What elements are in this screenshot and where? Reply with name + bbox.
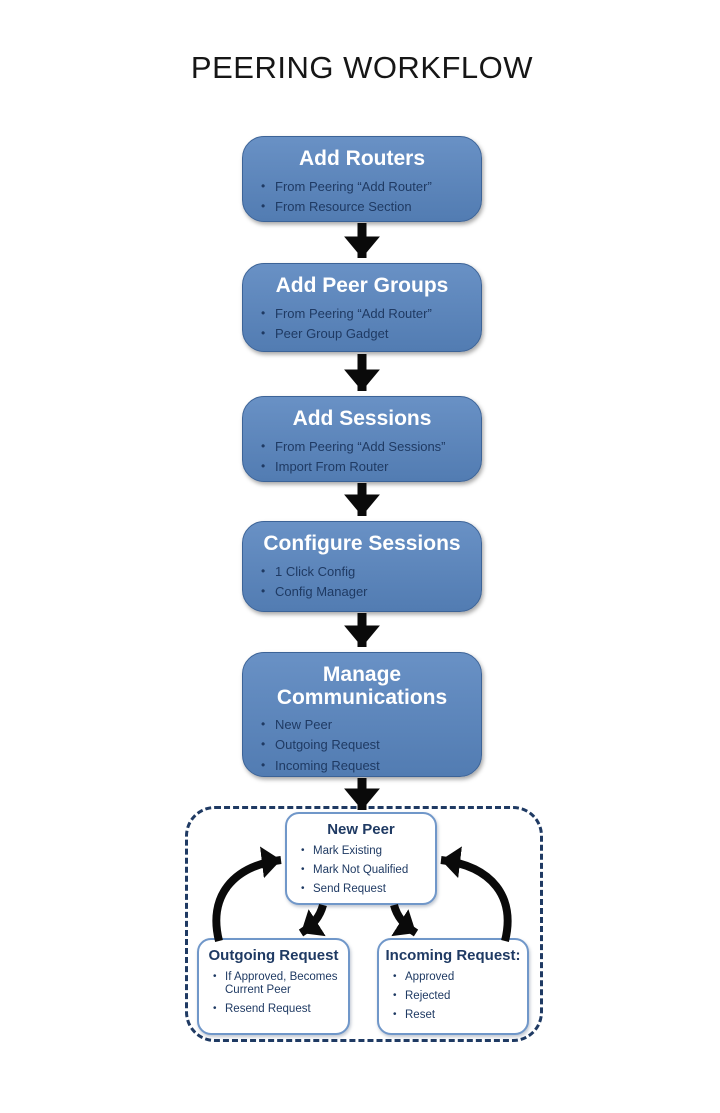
bullet-item: From Peering “Add Router” xyxy=(260,180,473,194)
new-peer-box: New Peer Mark Existing Mark Not Qualifie… xyxy=(285,812,437,905)
step-bullet-list: New Peer Outgoing Request Incoming Reque… xyxy=(243,718,481,772)
page-title: PEERING WORKFLOW xyxy=(190,50,534,85)
bullet-item: Rejected xyxy=(392,990,523,1003)
detail-box-title: Outgoing Request xyxy=(208,947,339,964)
bullet-item: Mark Existing xyxy=(300,845,431,858)
step-box-add-sessions: Add Sessions From Peering “Add Sessions”… xyxy=(242,396,482,482)
bullet-item: New Peer xyxy=(260,718,473,732)
bullet-item: Peer Group Gadget xyxy=(260,327,473,341)
step-title: Add Routers xyxy=(299,147,425,170)
bullet-item: Send Request xyxy=(300,883,431,896)
bullet-item: Outgoing Request xyxy=(260,738,473,752)
step-title: Add Sessions xyxy=(292,407,432,430)
bullet-item: Resend Request xyxy=(212,1003,344,1016)
bullet-item: Approved xyxy=(392,971,523,984)
bullet-item: Incoming Request xyxy=(260,758,473,773)
detail-bullet-list: If Approved, Becomes Current Peer Resend… xyxy=(199,971,348,1017)
step-box-configure-sessions: Configure Sessions 1 Click Config Config… xyxy=(242,521,482,612)
detail-bullet-list: Approved Rejected Reset xyxy=(379,971,527,1023)
step-title: Manage Communications xyxy=(276,663,448,709)
detail-box-title: New Peer xyxy=(327,821,395,838)
bullet-item: Mark Not Qualified xyxy=(300,864,431,877)
step-bullet-list: From Peering “Add Router” From Resource … xyxy=(243,180,481,214)
step-bullet-list: From Peering “Add Sessions” Import From … xyxy=(243,440,481,474)
incoming-request-box: Incoming Request: Approved Rejected Rese… xyxy=(377,938,529,1035)
step-box-add-routers: Add Routers From Peering “Add Router” Fr… xyxy=(242,136,482,222)
bullet-item: From Peering “Add Sessions” xyxy=(260,440,473,454)
bullet-item: Config Manager xyxy=(260,585,473,599)
step-bullet-list: 1 Click Config Config Manager xyxy=(243,565,481,599)
step-box-add-peer-groups: Add Peer Groups From Peering “Add Router… xyxy=(242,263,482,352)
outgoing-request-box: Outgoing Request If Approved, Becomes Cu… xyxy=(197,938,350,1035)
bullet-item: If Approved, Becomes Current Peer xyxy=(212,971,344,997)
step-box-manage-communications: Manage Communications New Peer Outgoing … xyxy=(242,652,482,777)
step-title: Add Peer Groups xyxy=(275,274,449,297)
bullet-item: 1 Click Config xyxy=(260,565,473,579)
bullet-item: Reset xyxy=(392,1009,523,1022)
bullet-item: From Peering “Add Router” xyxy=(260,307,473,321)
detail-box-title: Incoming Request: xyxy=(385,947,521,964)
detail-bullet-list: Mark Existing Mark Not Qualified Send Re… xyxy=(287,845,435,897)
step-title: Configure Sessions xyxy=(263,532,461,555)
step-bullet-list: From Peering “Add Router” Peer Group Gad… xyxy=(243,307,481,341)
bullet-item: Import From Router xyxy=(260,460,473,474)
bullet-item: From Resource Section xyxy=(260,200,473,214)
